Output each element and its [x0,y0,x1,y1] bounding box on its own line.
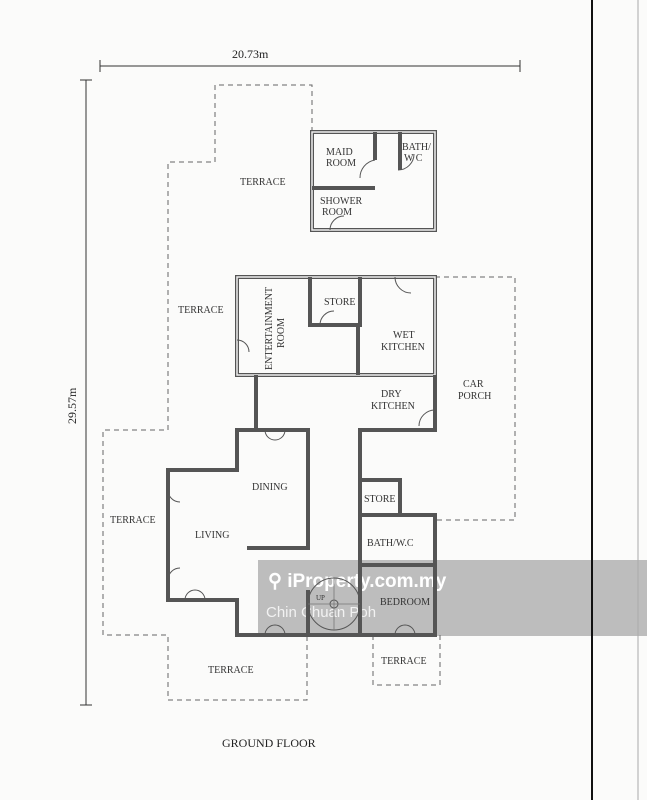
watermark-agent: Chin Chuan Poh [266,604,377,621]
depth-dimension-line [80,79,92,706]
walls [166,130,437,637]
spiral-staircase [307,577,361,631]
watermark-logo: ⚲ iProperty.com.my [268,570,446,593]
width-dimension-label: 20.73m [232,47,269,61]
store-bottom-label: STORE [364,494,396,505]
plan-title: GROUND FLOOR [222,736,316,750]
bath-wc-bottom-label: BATH/W.C [367,538,414,549]
terrace-left-upper-label: TERRACE [178,305,224,316]
terrace-outline [102,84,313,701]
terrace-top-label: TERRACE [240,177,286,188]
width-dimension-line [99,60,521,72]
watermark-banner: ⚲ iProperty.com.my Chin Chuan Poh [258,560,647,636]
car-porch-outline [435,276,516,521]
terrace-left-lower-label: TERRACE [110,515,156,526]
store-top-label: STORE [324,297,356,308]
terrace-bottom-right-label: TERRACE [381,656,427,667]
entertainment-room-label: ENTERTAINMENTROOM [264,287,287,370]
watermark-site: iProperty.com.my [287,571,447,592]
stair-up-label: UP [316,594,325,602]
depth-dimension-label: 29.57m [65,387,79,424]
location-pin-icon: ⚲ [268,571,282,592]
bedroom-label: BEDROOM [380,597,430,608]
dining-label: DINING [252,482,288,493]
terrace-bottom-right-outline [372,635,441,686]
terrace-bottom-label: TERRACE [208,665,254,676]
bath-wc-top-label: BATH/W C [402,142,431,164]
living-label: LIVING [195,530,229,541]
door-swings [167,153,436,636]
